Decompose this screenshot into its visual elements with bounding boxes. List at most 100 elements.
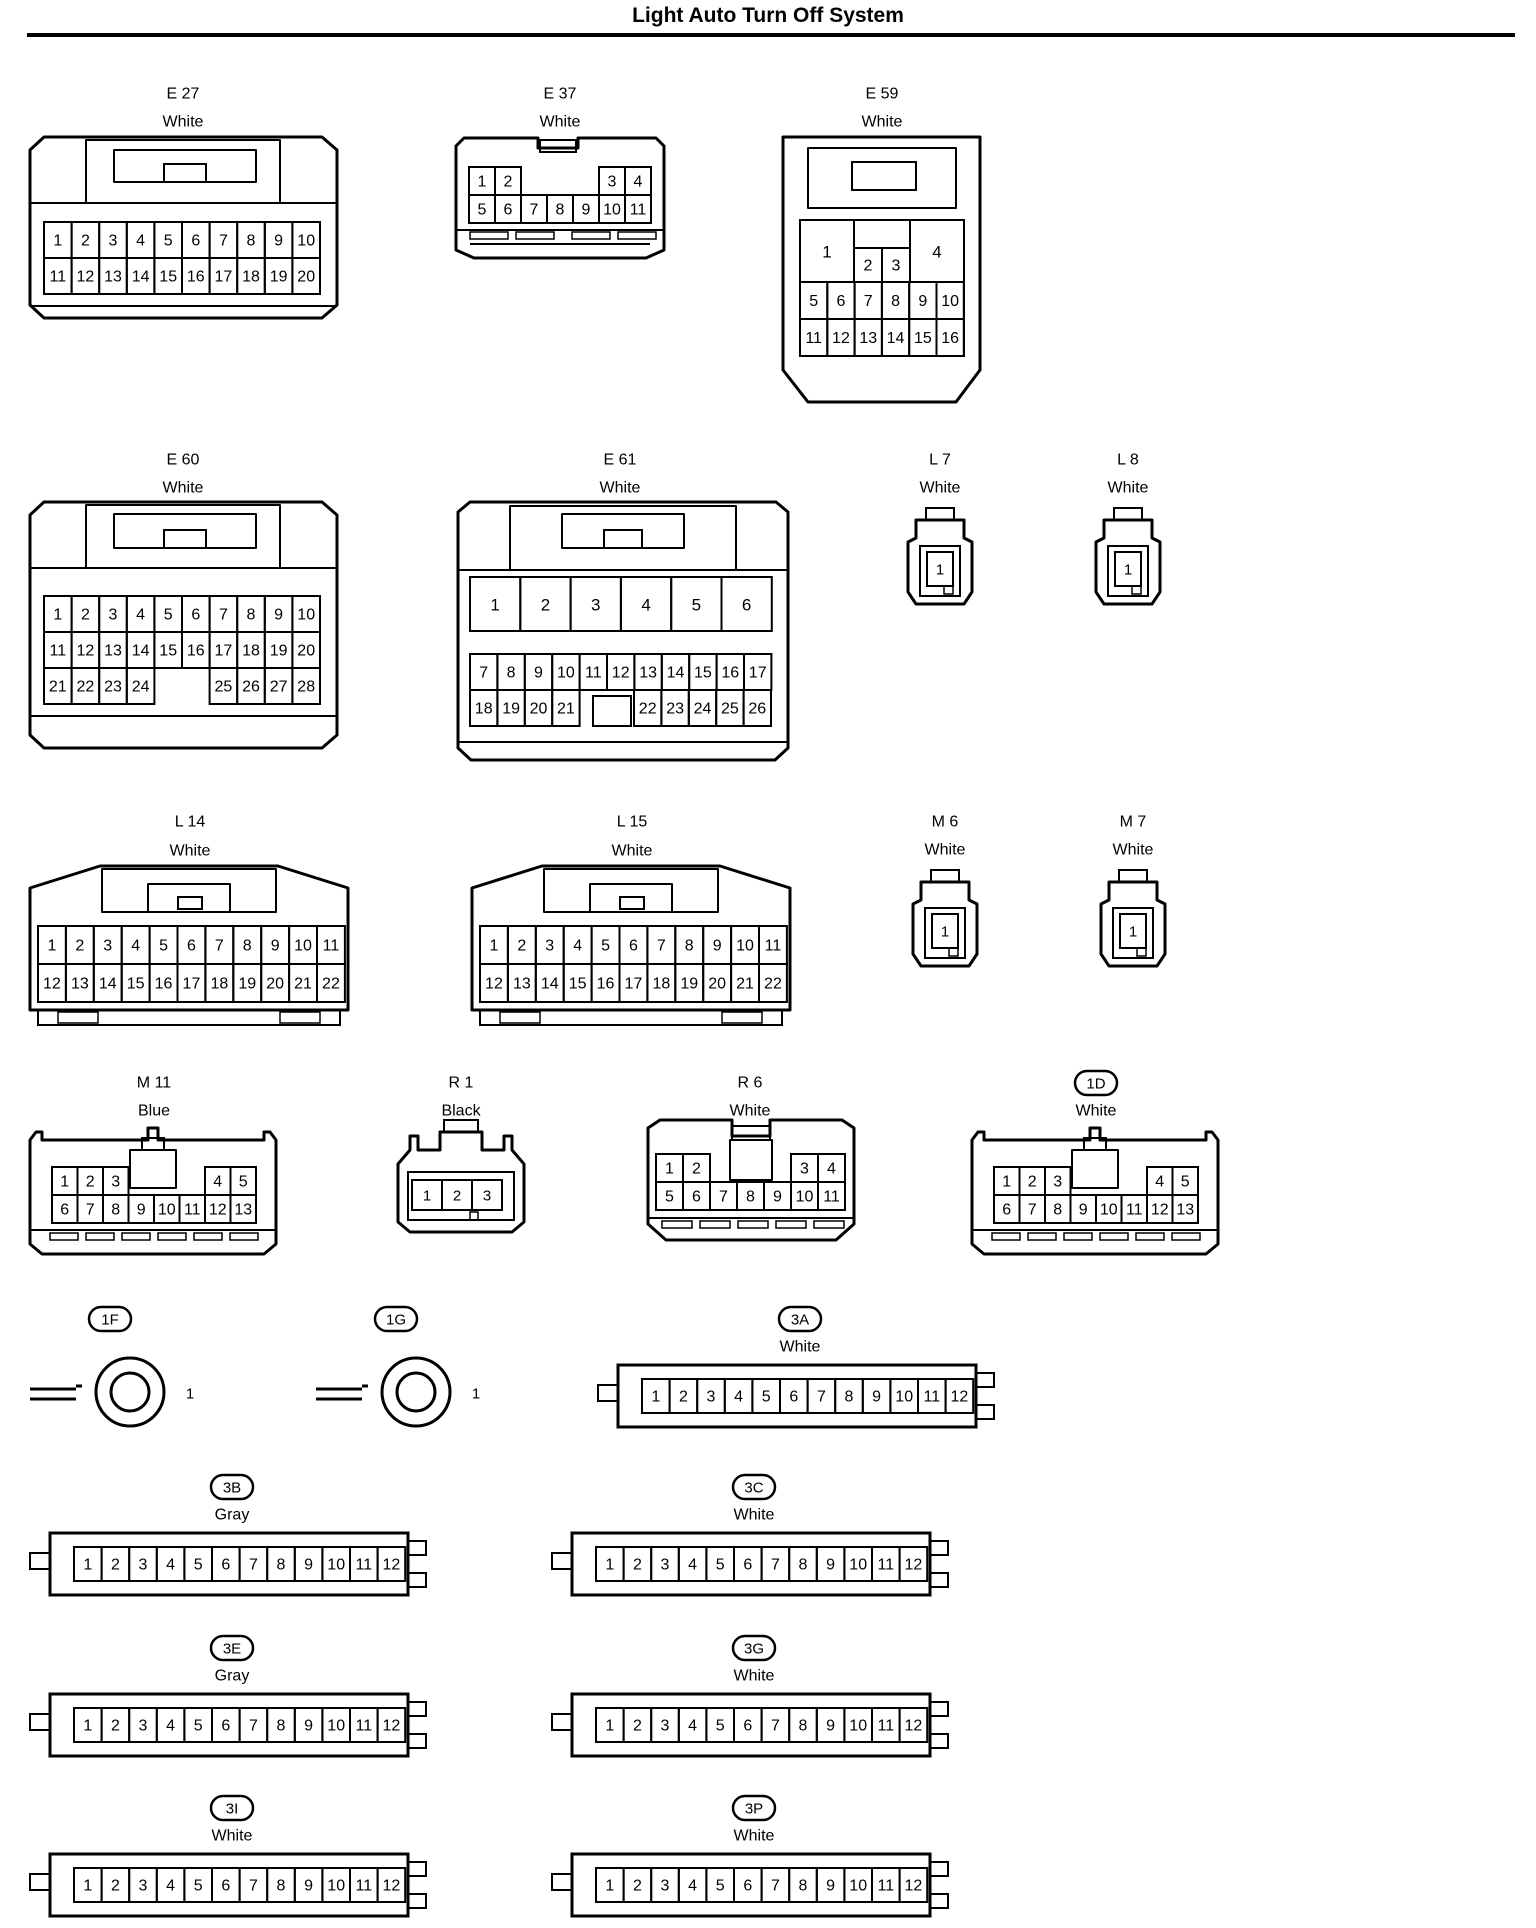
pin-number: 8 — [746, 1189, 755, 1206]
connector-code: L 15 — [617, 814, 648, 831]
connector-outline — [729, 1139, 773, 1181]
ring-terminal-hole — [109, 1371, 151, 1413]
connector-tab — [407, 1861, 427, 1877]
pin-number: 2 — [81, 607, 90, 624]
pin-cell — [817, 1181, 846, 1211]
pin-number: 7 — [771, 1878, 780, 1895]
connector-latch — [1118, 869, 1148, 883]
pin-number: 10 — [297, 607, 315, 624]
pin-number: 17 — [625, 976, 643, 993]
pin-number: 9 — [826, 1557, 835, 1574]
pin-number: 9 — [304, 1878, 313, 1895]
pin-number: 5 — [164, 607, 173, 624]
pin-number: 10 — [557, 665, 575, 682]
pin-number: 15 — [159, 269, 177, 286]
pin-number: 11 — [355, 1557, 372, 1574]
connector-rib — [1171, 1232, 1201, 1241]
connector-body — [456, 500, 790, 762]
pin-number: 10 — [796, 1189, 814, 1206]
pin-number: 2 — [111, 1557, 120, 1574]
connector-color: Black — [441, 1103, 481, 1120]
connector-code: 3I — [226, 1801, 239, 1818]
connector-body — [911, 880, 979, 968]
connector-rib — [1027, 1232, 1057, 1241]
connector-rib — [121, 1232, 151, 1241]
pin-number: 6 — [1002, 1202, 1011, 1219]
connector-body — [454, 136, 666, 260]
connector-latch — [163, 163, 207, 183]
pin-number: 12 — [383, 1718, 401, 1735]
pin-number: 3 — [800, 1161, 809, 1178]
connector-latch — [731, 1125, 771, 1141]
pin-number: 14 — [887, 330, 905, 347]
pin-cell — [376, 1867, 407, 1903]
pin-number: 22 — [77, 679, 95, 696]
pin-number: 9 — [534, 665, 543, 682]
pin-number: 10 — [895, 1389, 913, 1406]
pin-number: 3 — [109, 607, 118, 624]
connector-body — [470, 864, 792, 1012]
connector-tab — [929, 1893, 949, 1909]
connector-body — [781, 135, 982, 404]
pin-number: 19 — [270, 643, 288, 660]
pin-number: 1 — [60, 1174, 69, 1191]
pin-number: 12 — [951, 1389, 969, 1406]
connector-code-oval — [209, 1794, 255, 1822]
connector-color: White — [1113, 842, 1154, 859]
pin-number: 9 — [826, 1718, 835, 1735]
connector-latch — [177, 896, 203, 910]
pin-number: 13 — [71, 976, 89, 993]
connector-code-oval — [1073, 1069, 1119, 1097]
pin-number: 1 — [605, 1878, 614, 1895]
pin-number: 4 — [1155, 1174, 1164, 1191]
connector-color: White — [734, 1507, 775, 1524]
pin-number: 11 — [923, 1389, 940, 1406]
pin-number: 1 — [478, 174, 487, 191]
connector-outline — [1112, 907, 1154, 959]
pin-cell — [291, 257, 321, 295]
pin-number: 1 — [53, 607, 62, 624]
connector-code: M 6 — [932, 814, 959, 831]
pin-number: 7 — [249, 1557, 258, 1574]
pin-number: 3 — [661, 1557, 670, 1574]
connector-code: L 14 — [175, 814, 206, 831]
pin-number: 8 — [891, 293, 900, 310]
pin-number: 5 — [716, 1718, 725, 1735]
connector-c1g: 1G1 — [316, 1305, 480, 1428]
pin-number: 20 — [297, 643, 315, 660]
connector-code: 3G — [744, 1641, 764, 1658]
pin-number: 16 — [941, 330, 959, 347]
pin-number: 6 — [743, 1557, 752, 1574]
connector-tab — [29, 1873, 51, 1891]
pin-number: 5 — [716, 1878, 725, 1895]
connector-outline — [113, 513, 257, 549]
pin-number: 2 — [541, 596, 550, 615]
pin-number: 16 — [187, 643, 205, 660]
pin-number: 1 — [53, 233, 62, 250]
connector-body — [646, 1118, 856, 1242]
pin-number: 2 — [504, 174, 513, 191]
connector-latch — [603, 529, 643, 549]
pin-number: 7 — [86, 1202, 95, 1219]
connector-rib — [1063, 1232, 1093, 1241]
pin-number: 18 — [242, 269, 260, 286]
pin-number: 1 — [605, 1557, 614, 1574]
pin-number: 2 — [679, 1389, 688, 1406]
pin-cell — [316, 963, 346, 1003]
pin-number: 1 — [822, 243, 831, 262]
pin-number: 20 — [266, 976, 284, 993]
pin-number: 10 — [849, 1557, 867, 1574]
connector-key — [943, 585, 954, 595]
pin-number: 14 — [667, 665, 685, 682]
pin-number: 11 — [49, 643, 66, 660]
pin-number: 25 — [721, 701, 739, 718]
pin-cell — [376, 1546, 407, 1582]
pin-number: 3 — [483, 1188, 491, 1205]
connector-rib — [699, 1220, 731, 1229]
pin-number: 20 — [297, 269, 315, 286]
